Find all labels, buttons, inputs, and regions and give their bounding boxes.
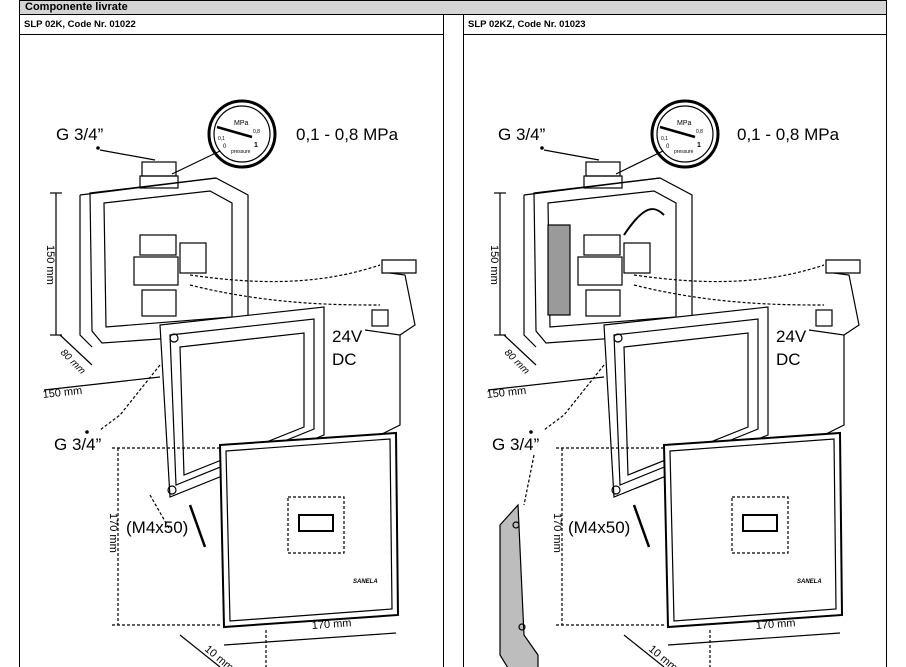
gauge-min-label: 0 <box>666 144 670 150</box>
gauge-pressure-label: pressure <box>231 149 251 155</box>
document-frame: Componente livrate SLP 02K, Code Nr. 010… <box>19 0 887 667</box>
pipe-thread-top-label: G 3/4” <box>498 125 546 144</box>
depth-dimension-label: 80 mm <box>502 347 531 376</box>
gauge-max-label: 1 <box>254 142 258 149</box>
column-slp-02k: SLP 02K, Code Nr. 01022 <box>20 15 444 667</box>
pipe-thread-bottom-label: G 3/4” <box>492 435 540 454</box>
gauge-low-label: 0,1 <box>218 136 225 142</box>
gauge-pressure-label: pressure <box>674 149 694 155</box>
drawing-slp-02k: G 3/4” 0,1 - 0,8 MPa MPa pressure 0 0,1 … <box>42 99 417 667</box>
screw-size-label: (M4x50) <box>568 518 630 537</box>
pipe-thread-top-label: G 3/4” <box>56 125 104 144</box>
plate-height-label: 170 mm <box>551 513 563 553</box>
screw-size-label: (M4x50) <box>126 518 188 537</box>
gauge-high-label: 0,8 <box>253 129 260 135</box>
plate-height-label: 170 mm <box>107 513 119 553</box>
drawing-slp-02kz: G 3/4” 0,1 - 0,8 MPa MPa pressure 0 0,1 … <box>486 99 861 667</box>
plate-depth-label: 10 mm <box>646 643 679 667</box>
section-header: Componente livrate <box>20 0 886 15</box>
plate-depth-label: 10 mm <box>202 643 235 667</box>
gauge-high-label: 0,8 <box>696 129 703 135</box>
height-dimension-label: 150 mm <box>44 245 56 285</box>
voltage-label: 24V <box>776 327 807 346</box>
gauge-low-label: 0,1 <box>661 136 668 142</box>
pressure-range-label: 0,1 - 0,8 MPa <box>296 125 399 144</box>
gauge-unit-label: MPa <box>234 120 249 127</box>
dc-label: DC <box>776 350 801 369</box>
pressure-range-label: 0,1 - 0,8 MPa <box>737 125 840 144</box>
dc-label: DC <box>332 350 357 369</box>
column-slp-02kz: SLP 02KZ, Code Nr. 01023 <box>463 15 886 667</box>
width-dimension-label: 150 mm <box>42 385 83 401</box>
brand-logo: SANELA <box>797 579 822 585</box>
width-dimension-label: 150 mm <box>486 385 527 401</box>
product-code-right: SLP 02KZ, Code Nr. 01023 <box>464 15 886 35</box>
depth-dimension-label: 80 mm <box>58 347 87 376</box>
brand-logo: SANELA <box>353 579 378 585</box>
pipe-thread-bottom-label: G 3/4” <box>54 435 102 454</box>
gauge-min-label: 0 <box>223 144 227 150</box>
gauge-max-label: 1 <box>697 142 701 149</box>
product-code-left: SLP 02K, Code Nr. 01022 <box>20 15 443 35</box>
gauge-unit-label: MPa <box>677 120 692 127</box>
voltage-label: 24V <box>332 327 363 346</box>
height-dimension-label: 150 mm <box>488 245 500 285</box>
column-gap <box>444 15 463 667</box>
plate-width-label: 170 mm <box>311 617 351 632</box>
plate-width-label: 170 mm <box>755 617 795 632</box>
